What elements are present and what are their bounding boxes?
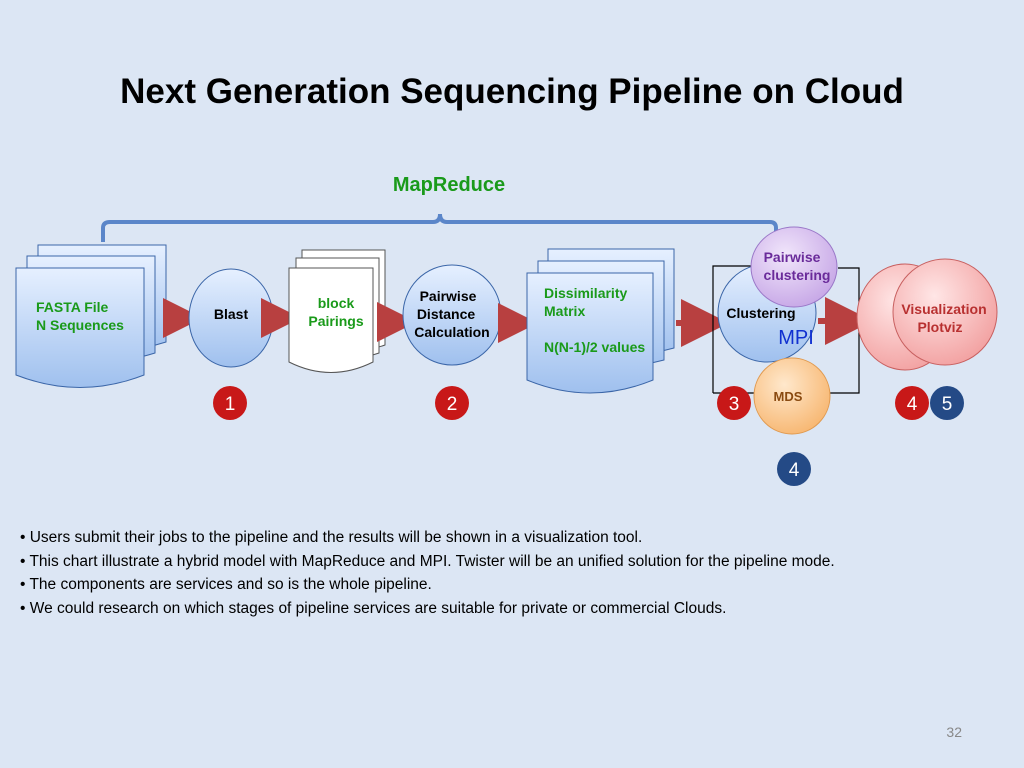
blast-label: Blast bbox=[214, 306, 249, 322]
step-badge-4-blue: 4 bbox=[777, 452, 811, 486]
bullet-item: • We could research on which stages of p… bbox=[20, 599, 727, 617]
mds-label: MDS bbox=[774, 389, 803, 404]
svg-text:3: 3 bbox=[729, 394, 740, 415]
mapreduce-bracket bbox=[101, 213, 778, 242]
visualization-line1: Visualization bbox=[901, 301, 986, 317]
mds-node: MDS bbox=[753, 357, 831, 435]
bullet-item: • The components are services and so is … bbox=[20, 576, 432, 593]
visualization-node: Visualization Plotviz bbox=[856, 258, 998, 371]
page-number: 32 bbox=[946, 724, 962, 740]
step-badge-5: 5 bbox=[930, 386, 964, 420]
pairwise-clustering-line2: clustering bbox=[764, 267, 831, 283]
blast-node: Blast bbox=[188, 268, 274, 368]
dissimilarity-line2: Matrix bbox=[544, 303, 585, 319]
svg-text:4: 4 bbox=[789, 460, 800, 481]
pairwise-distance-line1: Pairwise bbox=[420, 288, 477, 304]
dissimilarity-line1: Dissimilarity bbox=[544, 285, 627, 301]
clustering-label: Clustering bbox=[726, 305, 795, 321]
svg-text:4: 4 bbox=[907, 394, 918, 415]
block-line2: Pairings bbox=[308, 313, 363, 329]
block-pairings-stack: block Pairings bbox=[288, 249, 386, 373]
mapreduce-label: MapReduce bbox=[393, 174, 505, 196]
pairwise-clustering-node: Pairwise clustering bbox=[750, 226, 838, 308]
pairwise-distance-line2: Distance bbox=[417, 306, 476, 322]
step-badge-3: 3 bbox=[717, 386, 751, 420]
pairwise-clustering-line1: Pairwise bbox=[764, 249, 821, 265]
step-badge-4-red: 4 bbox=[895, 386, 929, 420]
dissimilarity-matrix-stack: Dissimilarity Matrix N(N-1)/2 values bbox=[526, 248, 675, 394]
dissimilarity-line3: N(N-1)/2 values bbox=[544, 339, 645, 355]
fasta-line2: N Sequences bbox=[36, 317, 124, 333]
fasta-document-stack: FASTA File N Sequences bbox=[15, 244, 167, 388]
pipeline-diagram: MapReduce FASTA File N Sequences Blast b… bbox=[15, 174, 998, 486]
step-badge-1: 1 bbox=[213, 386, 247, 420]
svg-text:5: 5 bbox=[942, 394, 953, 415]
fasta-line1: FASTA File bbox=[36, 299, 109, 315]
mpi-label: MPI bbox=[778, 327, 814, 349]
bullet-item: • Users submit their jobs to the pipelin… bbox=[20, 529, 643, 546]
svg-text:2: 2 bbox=[447, 394, 458, 415]
bullet-list: • Users submit their jobs to the pipelin… bbox=[20, 526, 1010, 620]
bullet-item: • This chart illustrate a hybrid model w… bbox=[20, 552, 835, 570]
pairwise-distance-node: Pairwise Distance Calculation bbox=[402, 264, 502, 366]
step-badge-2: 2 bbox=[435, 386, 469, 420]
visualization-line2: Plotviz bbox=[917, 319, 962, 335]
svg-text:1: 1 bbox=[225, 394, 236, 415]
block-line1: block bbox=[318, 295, 355, 311]
slide-title: Next Generation Sequencing Pipeline on C… bbox=[120, 72, 904, 111]
pairwise-distance-line3: Calculation bbox=[414, 324, 489, 340]
